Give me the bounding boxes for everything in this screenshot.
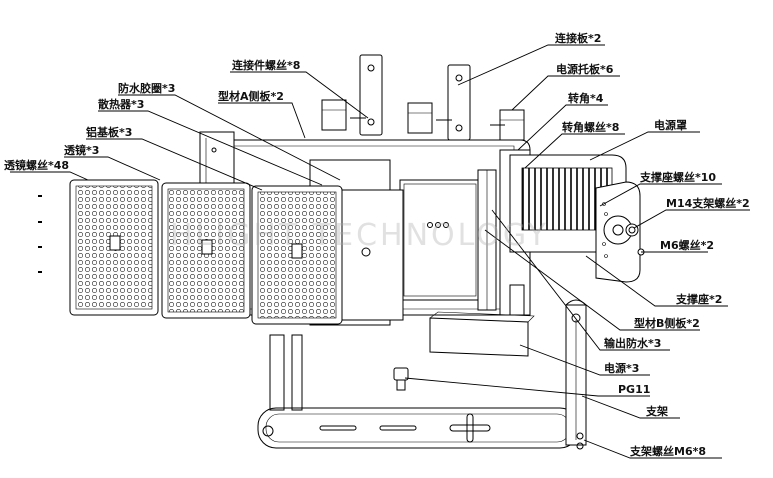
lens-module-1 bbox=[69, 179, 159, 316]
connect-plates bbox=[359, 54, 471, 141]
label-corner-screw: 转角螺丝*8 bbox=[562, 121, 620, 134]
label-psu-bracket: 电源托板*6 bbox=[556, 63, 614, 76]
label-bracket-seat: 支撑座*2 bbox=[676, 293, 723, 306]
label-profile-b-side: 型材B侧板*2 bbox=[634, 317, 700, 330]
label-power-supply: 电源*3 bbox=[604, 362, 640, 375]
label-m14-screw: M14支架螺丝*2 bbox=[666, 197, 750, 210]
watermark: HLIGHT TECHNOLOGY bbox=[170, 218, 549, 253]
label-profile-a-side: 型材A侧板*2 bbox=[218, 90, 284, 103]
label-stand-screw: 支架螺丝M6*8 bbox=[630, 445, 707, 458]
lens-module-3 bbox=[251, 185, 343, 325]
label-output-waterproof: 输出防水*3 bbox=[604, 337, 662, 350]
pg11-gland bbox=[393, 367, 409, 391]
leader-lines bbox=[10, 44, 750, 459]
label-connector-screw: 连接件螺丝*8 bbox=[232, 59, 301, 72]
label-m6-screw: M6螺丝*2 bbox=[660, 239, 715, 252]
label-stand: 支架 bbox=[646, 405, 668, 418]
lens-module-2 bbox=[161, 182, 251, 319]
label-waterproof-ring: 防水胶圈*3 bbox=[118, 82, 176, 95]
lens-screws bbox=[38, 195, 42, 273]
label-pg11: PG11 bbox=[618, 383, 651, 396]
label-bracket-seat-screw: 支撑座螺丝*10 bbox=[640, 171, 717, 184]
psu-brackets bbox=[321, 99, 525, 141]
stand bbox=[257, 299, 587, 450]
label-heatsink: 散热器*3 bbox=[98, 98, 145, 111]
label-corner: 转角*4 bbox=[568, 92, 604, 105]
label-psu-cover: 电源罩 bbox=[654, 119, 687, 132]
label-lens: 透镜*3 bbox=[64, 144, 100, 157]
label-connect-plate: 连接板*2 bbox=[555, 32, 602, 45]
power-supply bbox=[429, 311, 535, 357]
bracket-seat bbox=[595, 181, 645, 283]
label-lens-screw: 透镜螺丝*48 bbox=[4, 159, 70, 172]
label-aluminum-board: 铝基板*3 bbox=[86, 126, 133, 139]
